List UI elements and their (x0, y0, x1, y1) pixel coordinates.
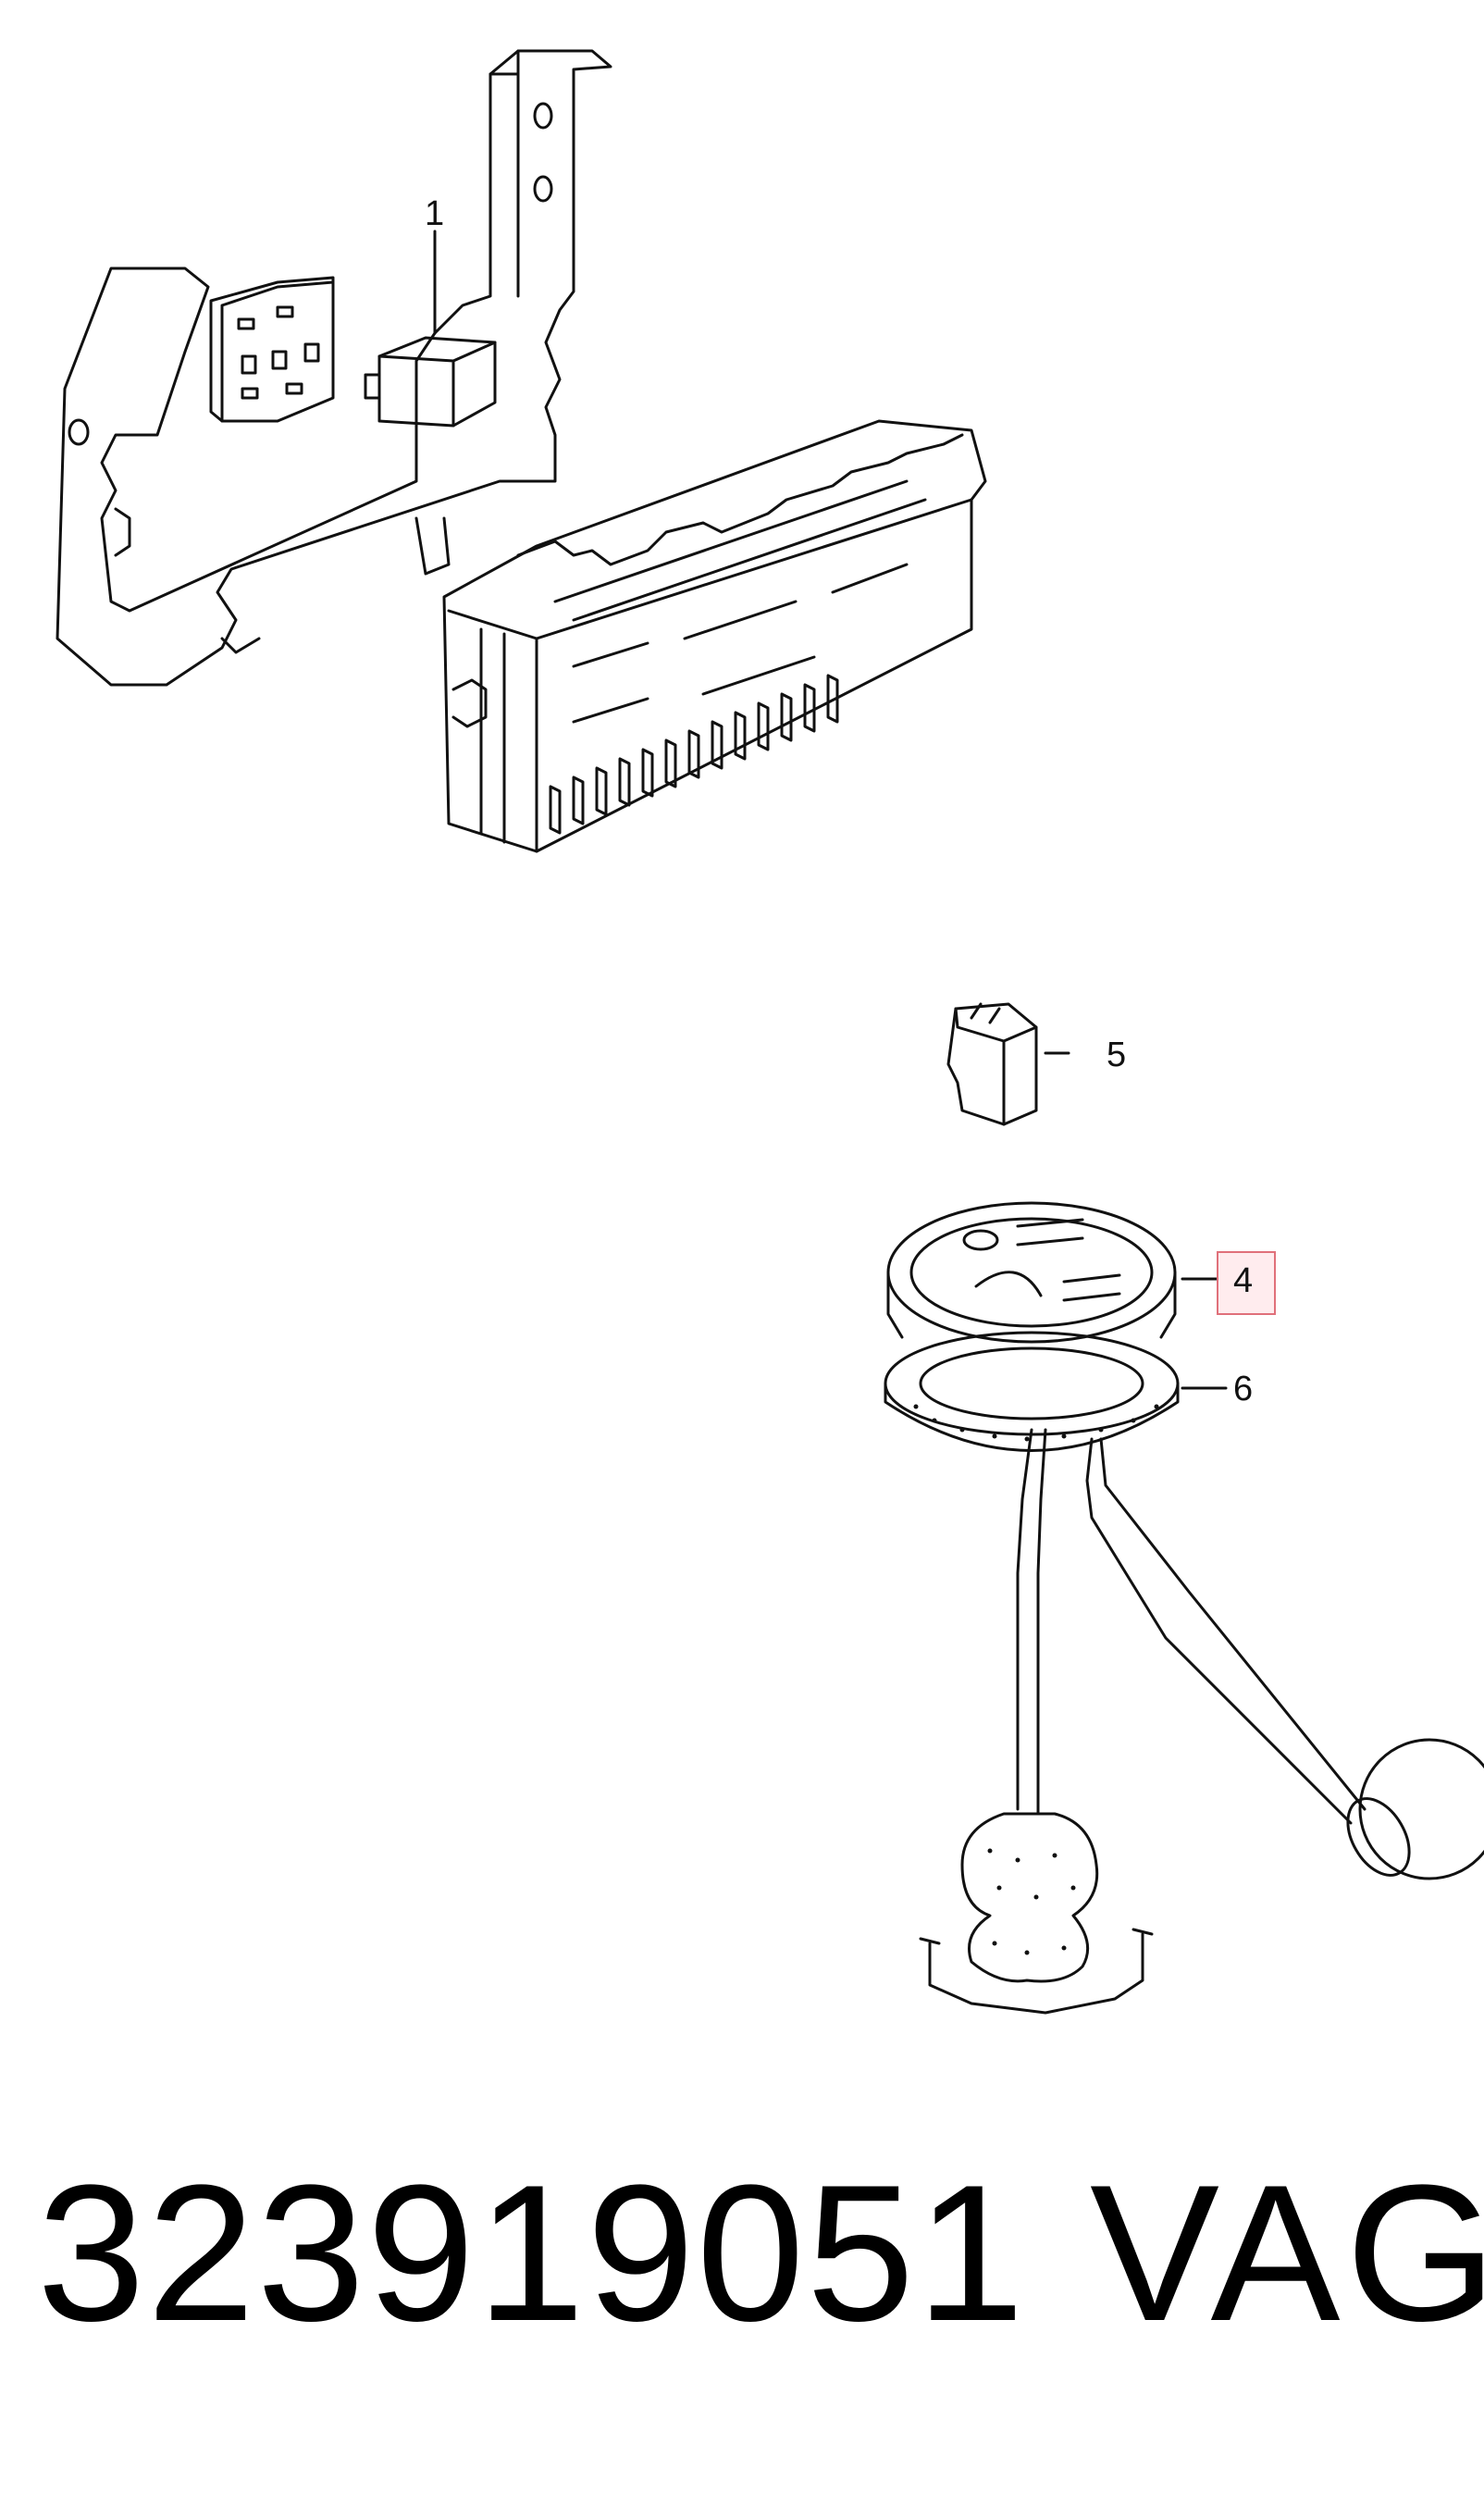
fuse-relay-panel (444, 421, 985, 851)
relay (365, 231, 495, 426)
callout-6: 6 (1233, 1370, 1254, 1408)
relay-socket (211, 278, 333, 421)
mounting-bracket (57, 51, 611, 685)
fuse (948, 1004, 1069, 1124)
brand-label: VAG (1090, 2144, 1484, 2362)
callout-5: 5 (1107, 1036, 1127, 1074)
part-number: 323919051 (37, 2144, 1027, 2362)
callout-1: 1 (425, 194, 445, 233)
callout-4-highlight (1217, 1251, 1276, 1315)
fuel-sender-unit (885, 1203, 1484, 2013)
callout-4: 4 (1233, 1261, 1254, 1300)
